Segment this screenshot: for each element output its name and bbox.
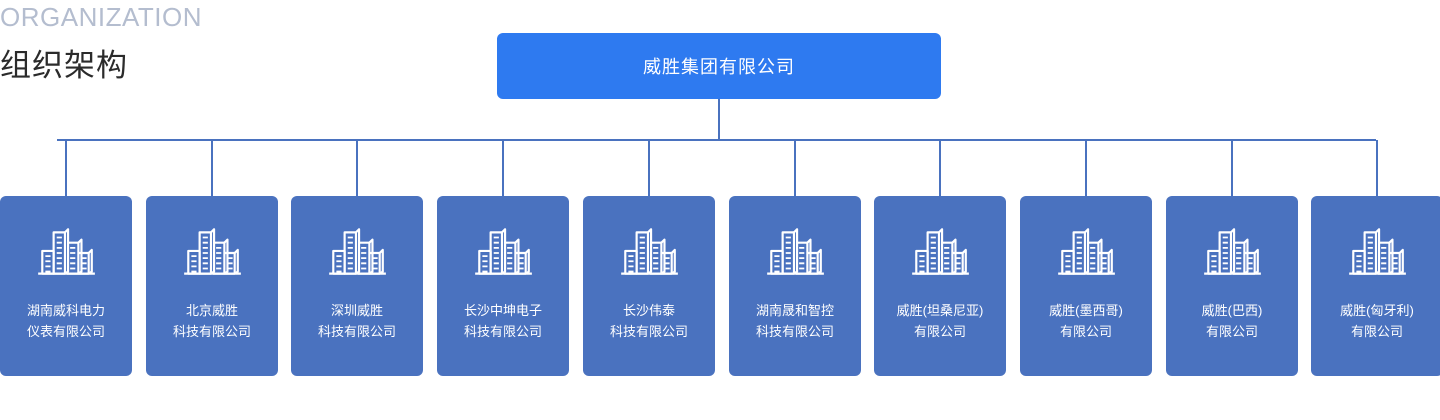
org-card-label: 威胜(坦桑尼亚) 有限公司 <box>896 303 984 339</box>
connector-drop-1 <box>65 140 67 196</box>
org-card-4[interactable]: 长沙中坤电子 科技有限公司 <box>437 196 569 376</box>
connector-drop-7 <box>939 140 941 196</box>
building-skyline-icon <box>767 228 824 275</box>
org-card-label: 北京威胜 科技有限公司 <box>172 303 251 339</box>
org-card-label: 威胜(墨西哥) 有限公司 <box>1049 303 1123 339</box>
building-skyline-icon <box>1349 228 1406 275</box>
org-card-5[interactable]: 长沙伟泰 科技有限公司 <box>583 196 715 376</box>
org-card-10[interactable]: 威胜(匈牙利) 有限公司 <box>1311 196 1440 376</box>
building-skyline-icon <box>912 228 969 275</box>
connector-root-drop <box>718 99 720 141</box>
page-title: 组织架构 <box>0 48 128 83</box>
org-card-2[interactable]: 北京威胜 科技有限公司 <box>146 196 278 376</box>
org-root-node[interactable]: 威胜集团有限公司 <box>497 33 941 99</box>
org-card-label: 深圳威胜 科技有限公司 <box>317 303 396 339</box>
building-skyline-icon <box>38 228 95 275</box>
org-card-label: 湖南威科电力 仪表有限公司 <box>26 303 105 339</box>
connector-drop-5 <box>648 140 650 196</box>
building-skyline-icon <box>1204 228 1261 275</box>
org-card-9[interactable]: 威胜(巴西) 有限公司 <box>1166 196 1298 376</box>
org-card-label: 湖南晟和智控 科技有限公司 <box>755 303 834 339</box>
org-root-label: 威胜集团有限公司 <box>643 57 795 77</box>
org-card-label: 长沙伟泰 科技有限公司 <box>609 303 688 339</box>
org-card-label: 威胜(匈牙利) 有限公司 <box>1340 303 1414 339</box>
org-card-label: 长沙中坤电子 科技有限公司 <box>463 303 542 339</box>
connector-drop-9 <box>1231 140 1233 196</box>
connector-drop-2 <box>211 140 213 196</box>
building-skyline-icon <box>621 228 678 275</box>
connector-drop-6 <box>794 140 796 196</box>
org-card-label: 威胜(巴西) 有限公司 <box>1201 303 1263 339</box>
building-skyline-icon <box>1058 228 1115 275</box>
org-card-3[interactable]: 深圳威胜 科技有限公司 <box>291 196 423 376</box>
org-card-7[interactable]: 威胜(坦桑尼亚) 有限公司 <box>874 196 1006 376</box>
connector-drop-3 <box>356 140 358 196</box>
connector-horizontal-bus <box>57 139 1376 141</box>
org-card-6[interactable]: 湖南晟和智控 科技有限公司 <box>729 196 861 376</box>
connector-drop-4 <box>502 140 504 196</box>
connector-drop-8 <box>1085 140 1087 196</box>
building-skyline-icon <box>329 228 386 275</box>
building-skyline-icon <box>184 228 241 275</box>
building-skyline-icon <box>475 228 532 275</box>
connector-drop-10 <box>1376 140 1378 196</box>
org-card-8[interactable]: 威胜(墨西哥) 有限公司 <box>1020 196 1152 376</box>
page-subtitle-english: ORGANIZATION <box>0 2 202 32</box>
org-card-1[interactable]: 湖南威科电力 仪表有限公司 <box>0 196 132 376</box>
